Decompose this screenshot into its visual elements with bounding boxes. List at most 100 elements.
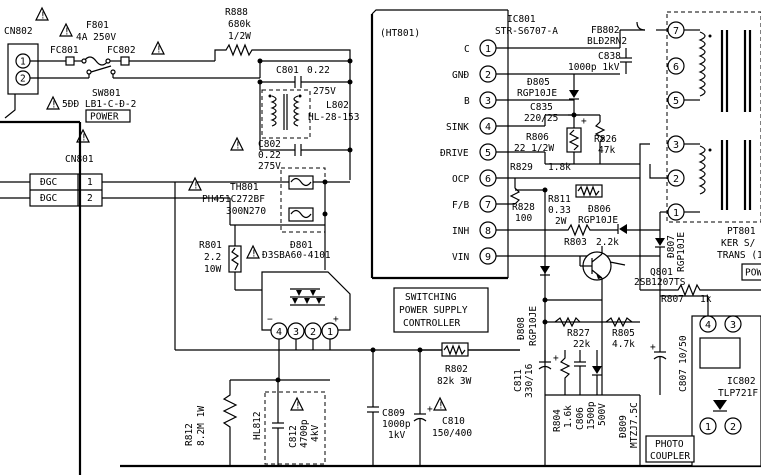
warning-icon <box>35 6 49 21</box>
l802-part: HL-28-153 <box>308 112 359 123</box>
pin-b-label: B <box>464 96 470 107</box>
svg-text:!: ! <box>51 100 57 111</box>
capacitor-c807: + C807 10/50 <box>650 296 689 395</box>
warning-icon <box>230 136 244 151</box>
photo-label: PHOTO <box>655 439 684 450</box>
r811-value: 0.33 <box>548 205 571 216</box>
dgc-label-1: ÐGC <box>40 177 57 188</box>
warning-icon <box>46 95 60 110</box>
thermistor-th801: ! TH801 PH451C272BF 300N270 <box>188 167 328 233</box>
pt801-part: KER S/ <box>721 238 755 249</box>
warning-icon <box>151 40 165 55</box>
ic801-label: IC801 <box>507 14 536 25</box>
d806-part: RGP10JE <box>578 215 618 226</box>
ht801-label: (HT801) <box>380 28 420 39</box>
warning-icon <box>290 396 304 411</box>
c810-value: 150/400 <box>432 428 472 439</box>
r828-label: R828 <box>512 202 535 213</box>
svg-text:+: + <box>333 314 339 325</box>
svg-text:+: + <box>650 342 656 353</box>
pin-ocp-label: OCP <box>452 174 469 185</box>
r826-value: 47k <box>598 145 615 156</box>
r811-label: R811 <box>548 194 571 205</box>
svg-text:!: ! <box>438 401 444 412</box>
pt801-label-block: PT801 KER S/ TRANS (1 POW <box>717 226 761 281</box>
f801-label: F801 <box>86 20 109 31</box>
cn802-pin-2: 2 <box>20 74 26 85</box>
svg-text:4: 4 <box>705 320 711 331</box>
warning-icon <box>246 244 260 259</box>
c812-label: C812 <box>288 425 299 448</box>
r826-label: R826 <box>594 134 617 145</box>
resistor-r805: R805 4.7k <box>605 316 635 350</box>
svg-text:3: 3 <box>293 327 299 338</box>
resistor-r802: R802 82k 3W <box>420 342 520 387</box>
d806-label: Ð806 <box>588 204 611 215</box>
ic802-part: TLP721F <box>718 388 758 399</box>
resistor-r801: R801 2.2 10W <box>199 225 242 290</box>
switching-controller-box: SWITCHING POWER SUPPLY CONTROLLER <box>393 287 489 333</box>
c806-label: C806 <box>575 407 586 430</box>
cn802-label: CN802 <box>4 26 33 37</box>
r828-value: 100 <box>515 213 532 224</box>
c801-label: C801 <box>276 65 299 76</box>
r829-label: R829 <box>510 162 533 173</box>
svg-text:1: 1 <box>327 327 333 338</box>
c835-label: C835 <box>530 102 553 113</box>
r827-label: R827 <box>567 328 590 339</box>
svg-text:2: 2 <box>485 70 491 81</box>
zener-d809: Ð809 MTZJ7.5C <box>592 350 640 448</box>
diode-d805: Ð805 RGP10JE <box>517 74 579 115</box>
controller-label: CONTROLLER <box>403 318 460 329</box>
r801-wattage: 10W <box>204 264 221 275</box>
ferrite-fb802: FB802 BLÐ2RN2 <box>587 21 646 48</box>
r829-value: 1.8k <box>548 162 571 173</box>
hl812-block: HL812 ! C812 4700p 4kV <box>252 380 326 465</box>
diode-d806: Ð806 RGP10JE <box>578 204 627 234</box>
svg-text:!: ! <box>81 133 87 144</box>
c802-label: C802 <box>258 139 281 150</box>
c809-voltage: 1kV <box>388 430 405 441</box>
r806-value: 22 1/2W <box>514 143 554 154</box>
pin-sink-label: SINK <box>446 122 469 133</box>
d805-label: Ð805 <box>527 77 550 88</box>
capacitor-c838: C838 1000p 1kV <box>568 48 632 74</box>
photocoupler-ic802: 4 3 1 2 IC802 TLP721F <box>691 315 761 467</box>
svg-text:4: 4 <box>485 122 491 133</box>
capacitor-c802: ! C802 0.22 275V <box>230 136 353 172</box>
pin-fb-label: F/B <box>452 200 469 211</box>
c809-label: C809 <box>382 408 405 419</box>
power-box <box>85 109 131 123</box>
capacitor-c835: C835 220/25 + <box>524 102 600 127</box>
pin-drive-label: ÐRIVE <box>440 148 469 159</box>
q801-label: Q801 <box>650 267 673 278</box>
resistor-r828: R828 100 <box>509 178 535 224</box>
sw801-part: 5ÐÐ LB1-C-Ð-2 <box>62 99 136 110</box>
r802-label: R802 <box>445 364 468 375</box>
d807-part: RGP10JE <box>676 232 687 272</box>
d809-label: Ð809 <box>618 415 629 438</box>
cn801-connector: ! CN801 ÐGC ÐGC 1 2 <box>29 128 103 207</box>
d805-part: RGP10JE <box>517 88 557 99</box>
th801-part2: 300N270 <box>226 206 266 217</box>
svg-text:5: 5 <box>485 148 491 159</box>
svg-text:6: 6 <box>485 174 491 185</box>
resistor-r829: R829 1.8k <box>510 162 571 173</box>
capacitor-c809: C809 1000p 1kV <box>367 350 411 466</box>
r805-label: R805 <box>612 328 635 339</box>
svg-text:2: 2 <box>310 327 316 338</box>
c811-label: C811 <box>513 369 524 392</box>
capacitor-c806: C806 1500p 500V <box>574 350 608 430</box>
pt801-label: PT801 <box>727 226 756 237</box>
svg-text:!: ! <box>193 181 199 192</box>
q801-part: 2SB1207TS <box>634 277 686 288</box>
transistor-q801: Q801 2SB1207TS <box>580 251 686 288</box>
l802-label: L802 <box>326 100 349 111</box>
c802-value: 0.22 <box>258 150 281 161</box>
fc802-label: FC802 <box>107 45 136 56</box>
cn802-pin-1: 1 <box>20 57 26 68</box>
warning-icon <box>433 396 447 411</box>
svg-text:!: ! <box>156 45 162 56</box>
svg-text:3: 3 <box>730 320 736 331</box>
